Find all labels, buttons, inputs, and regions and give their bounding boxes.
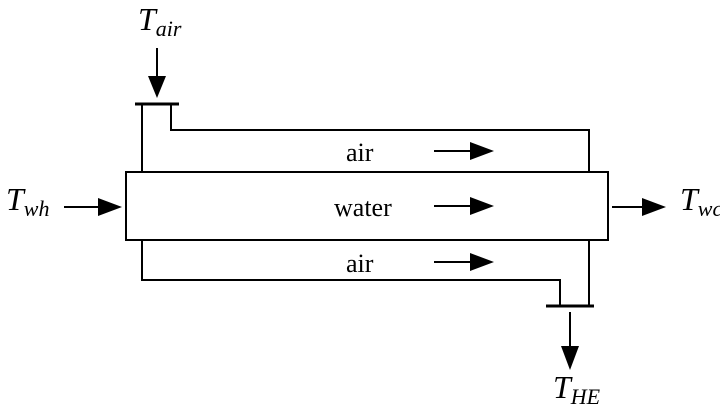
top-air-channel-inner: [170, 104, 590, 172]
water-outlet-arrow-head: [642, 198, 666, 216]
t-wc-sub: wc: [698, 196, 720, 221]
air-top-flow-arrow-head: [470, 142, 494, 160]
t-he-label: THE: [553, 369, 601, 409]
t-he-main: T: [553, 369, 573, 405]
bottom-air-channel-inner: [141, 240, 561, 306]
t-wc-label: Twc: [680, 181, 720, 221]
air-inlet-arrow-head: [148, 76, 166, 98]
water-pipe: [125, 171, 609, 241]
t-wh-label: Twh: [6, 181, 49, 221]
t-air-label: Tair: [138, 1, 182, 41]
air-top-label: air: [346, 138, 374, 167]
air-outlet-arrow-head: [561, 346, 579, 370]
t-he-sub: HE: [570, 384, 601, 409]
air-bottom-flow-arrow-head: [470, 253, 494, 271]
air-bottom-label: air: [346, 249, 374, 278]
t-wh-sub: wh: [24, 196, 50, 221]
water-inlet-arrow-head: [98, 198, 122, 216]
t-air-sub: air: [156, 16, 182, 41]
water-flow-arrow-head: [470, 197, 494, 215]
t-wh-main: T: [6, 181, 26, 217]
water-label: water: [334, 193, 392, 222]
t-air-main: T: [138, 1, 158, 37]
t-wc-main: T: [680, 181, 700, 217]
